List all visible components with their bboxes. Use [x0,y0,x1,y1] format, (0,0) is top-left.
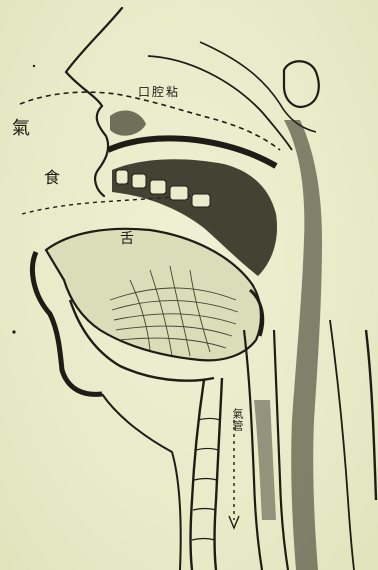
label-food: 食 [44,170,60,186]
label-trachea: 氣管 [232,408,243,432]
esophagus-shading [254,400,276,520]
label-tongue: 舌 [120,232,134,246]
pharynx-wall [284,120,322,570]
ink-speck [12,330,15,333]
ear-outline [284,61,319,107]
neck-outline [102,394,181,570]
upper-gum [110,110,146,135]
trachea [191,378,223,570]
spine-outline [366,330,376,500]
trachea-arrow-head [229,516,239,528]
skull-base-line [200,42,316,132]
label-oral-cavity: 口腔粘 [138,86,180,98]
label-air: 氣 [12,120,30,138]
back-of-neck [330,320,354,570]
face-profile [66,8,122,196]
ink-speck [33,65,35,67]
